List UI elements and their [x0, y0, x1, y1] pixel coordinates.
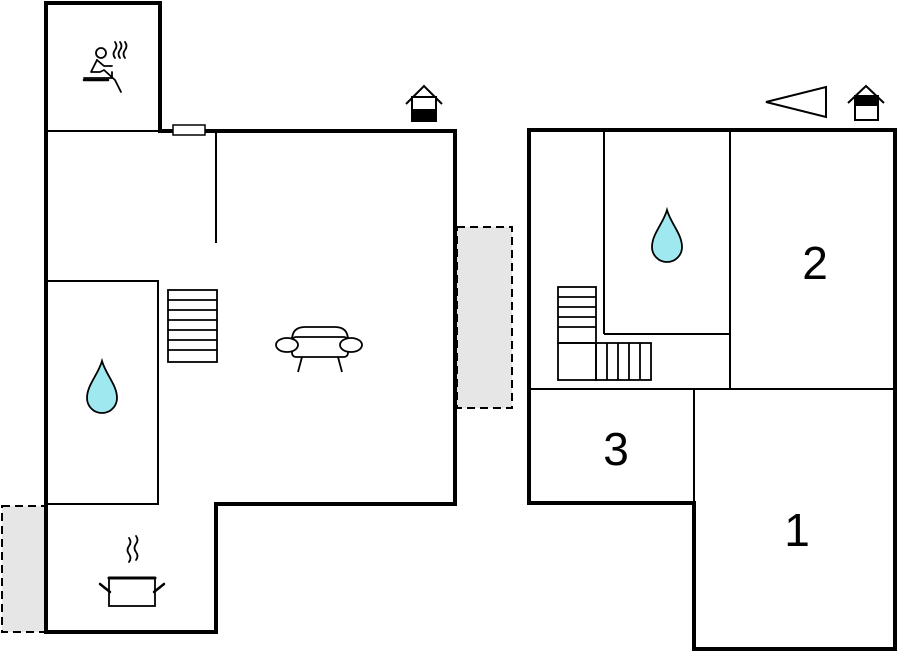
- water-drop-icon: [86, 357, 118, 414]
- bathroom-ground: [45, 280, 159, 505]
- house-icon: [405, 84, 443, 122]
- window: [172, 124, 206, 136]
- cooking-pot-icon: [98, 535, 166, 607]
- terrace-left: [1, 505, 47, 633]
- water-drop-icon: [651, 206, 683, 263]
- compass-arrow-icon: [765, 85, 827, 119]
- upper-floor-outer-wall: [527, 128, 897, 651]
- terrace-right: [456, 226, 513, 409]
- ground-floor-plan: [1, 1, 513, 634]
- room-label-1: 1: [784, 504, 810, 556]
- ground-floor-outer-wall: [44, 1, 457, 634]
- stairs-icon: [167, 289, 218, 363]
- sauna-icon: [82, 41, 128, 93]
- sofa-icon: [275, 326, 363, 373]
- stairs-icon: [557, 286, 652, 381]
- upper-floor-plan: 2 3 1: [527, 84, 897, 651]
- house-icon: [847, 84, 885, 121]
- room-label-2: 2: [802, 237, 828, 289]
- room-label-3: 3: [603, 423, 629, 475]
